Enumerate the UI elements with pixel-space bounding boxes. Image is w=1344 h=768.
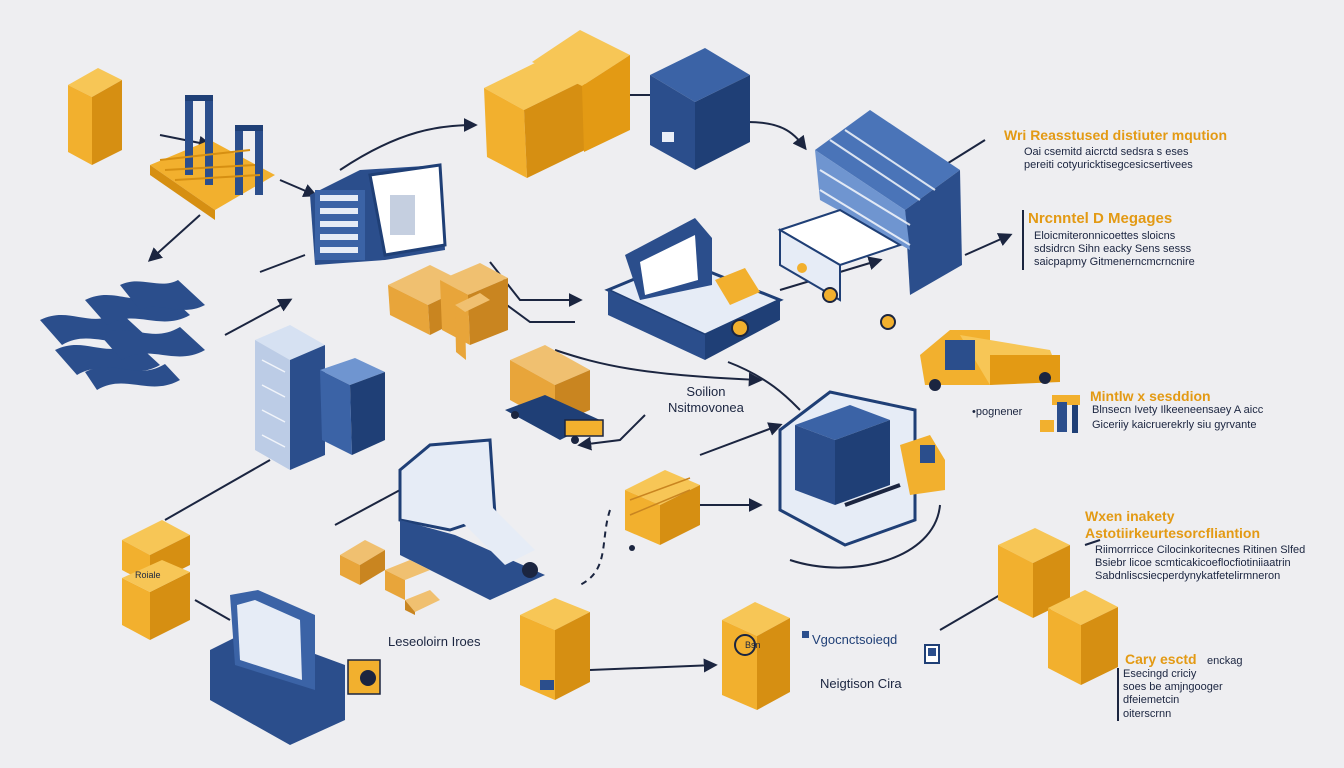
center-label-line: Nsitmovonea bbox=[668, 399, 744, 415]
connector-line bbox=[224, 298, 293, 336]
workstation-icon bbox=[210, 590, 381, 745]
top-right-label: Wri Reasstused distiuter mqution Oai cse… bbox=[1004, 127, 1227, 172]
connector-line bbox=[579, 509, 611, 586]
pallet-jack-icon bbox=[505, 345, 604, 444]
parcel-cart-icon bbox=[625, 470, 700, 551]
carry-title-suffix: enckag bbox=[1207, 655, 1243, 667]
container-unit-icon bbox=[650, 48, 750, 170]
racking-station-icon bbox=[310, 163, 447, 265]
connector-line bbox=[339, 118, 478, 171]
package-stack-icon bbox=[122, 520, 190, 640]
window-line: Giceriiy kaicruerekrly siu gyrvante bbox=[1092, 419, 1257, 431]
sorting-machine-icon bbox=[150, 95, 275, 220]
connector-line bbox=[699, 422, 783, 456]
connector-line bbox=[939, 594, 1001, 631]
box-tag-bottom: Bsn bbox=[745, 640, 761, 650]
processing-unit-icon bbox=[778, 390, 945, 547]
scanning-station-icon bbox=[604, 218, 784, 360]
carry-line: oiterscrnn bbox=[1123, 707, 1172, 720]
server-racks-icon bbox=[255, 325, 385, 470]
messages-line: saicpapmy Gitmenerncmcrncnire bbox=[1034, 256, 1195, 269]
cargo-boxes-icon bbox=[484, 30, 630, 178]
loader-vehicle-icon bbox=[920, 330, 1060, 391]
connector-line bbox=[164, 459, 271, 521]
connector-line bbox=[194, 599, 231, 621]
inventory-title: Wxen inakety bbox=[1085, 508, 1175, 524]
connector-line bbox=[499, 299, 575, 323]
window-line: Blnsecn Ivety Ilkeeneensaey A aicc bbox=[1092, 404, 1264, 416]
package-box-icon bbox=[520, 598, 590, 700]
carry-line: dfeiemetcin bbox=[1123, 694, 1180, 707]
connector-line bbox=[554, 349, 763, 387]
parcel-stack-icon bbox=[388, 263, 508, 360]
connector-line bbox=[259, 254, 306, 273]
tag-icon bbox=[802, 631, 940, 664]
carry-line: Esecingd criciy bbox=[1123, 668, 1197, 680]
box-tag-left: Roiale bbox=[135, 570, 161, 580]
inventory-line: Riimorrricce Cilocinkoritecnes Ritinen S… bbox=[1095, 543, 1306, 556]
bottom-left-label: Leseoloirn Iroes bbox=[388, 634, 481, 649]
inventory-line: Sabdnliscsiecperdynykatfetelirmneron bbox=[1095, 569, 1281, 582]
messages-title: Nrcnntel D Megages bbox=[1028, 210, 1173, 227]
top-right-title: Wri Reasstused distiuter mqution bbox=[1004, 127, 1227, 143]
connector-line bbox=[747, 121, 807, 151]
carry-line: soes be amjngooger bbox=[1123, 681, 1223, 694]
messages-line: Eloicmiteronnicoettes sloicns bbox=[1034, 230, 1176, 242]
center-label-line: Soilion bbox=[686, 384, 726, 399]
carry-label: Cary esctd enckag bbox=[1125, 650, 1243, 669]
top-right-line: pereiti cotyuricktisegcesicsertivees bbox=[1024, 158, 1193, 171]
top-right-line: Oai csemitd aicrctd sedsra s eses bbox=[1024, 145, 1189, 158]
connector-line bbox=[1084, 539, 1101, 546]
connector-line bbox=[589, 658, 718, 673]
handheld-scanner-icon bbox=[1040, 395, 1080, 433]
packing-station-icon bbox=[340, 438, 545, 615]
connector-line bbox=[964, 233, 1013, 256]
inventory-subtitle: Astotiirkeurtesorcfliantion bbox=[1085, 524, 1261, 541]
connector-line bbox=[147, 214, 201, 262]
inventory-label: Wxen inakety Astotiirkeurtesorcfliantion… bbox=[1085, 508, 1305, 583]
window-side-label: •pognener bbox=[972, 406, 1023, 418]
connector-line bbox=[577, 414, 646, 451]
connector-line bbox=[727, 361, 801, 411]
connector-line bbox=[334, 489, 401, 526]
carry-title: Cary esctd bbox=[1125, 651, 1197, 667]
pallet-stack-icon bbox=[777, 110, 962, 330]
messages-label: Nrcnntel D Megages Eloicmiteronnicoettes… bbox=[1022, 210, 1195, 270]
storage-box-icon bbox=[68, 68, 122, 165]
window-title-text: Mintlw x sesddion bbox=[1090, 388, 1211, 404]
labeled-box-icon bbox=[722, 602, 790, 710]
carry-details: Esecingd criciy soes be amjngooger dfeie… bbox=[1117, 668, 1223, 721]
messages-line: sdsidrcn Sihn eacky Sens sesss bbox=[1034, 243, 1192, 256]
shipment-boxes-icon bbox=[998, 528, 1118, 685]
inventory-line: Bsiebr licoe scmticakicoeflocfiotiniiaat… bbox=[1095, 556, 1291, 569]
pallets-icon bbox=[40, 280, 205, 390]
connector-line bbox=[789, 504, 941, 569]
connector-line bbox=[944, 139, 986, 166]
bottom-center-label: Vgocnctsoieqd bbox=[812, 632, 898, 647]
bottom-center-sublabel: Neigtison Cira bbox=[820, 676, 902, 691]
center-label: Soilion Nsitmovonea bbox=[668, 384, 744, 415]
connector-line bbox=[279, 179, 318, 198]
